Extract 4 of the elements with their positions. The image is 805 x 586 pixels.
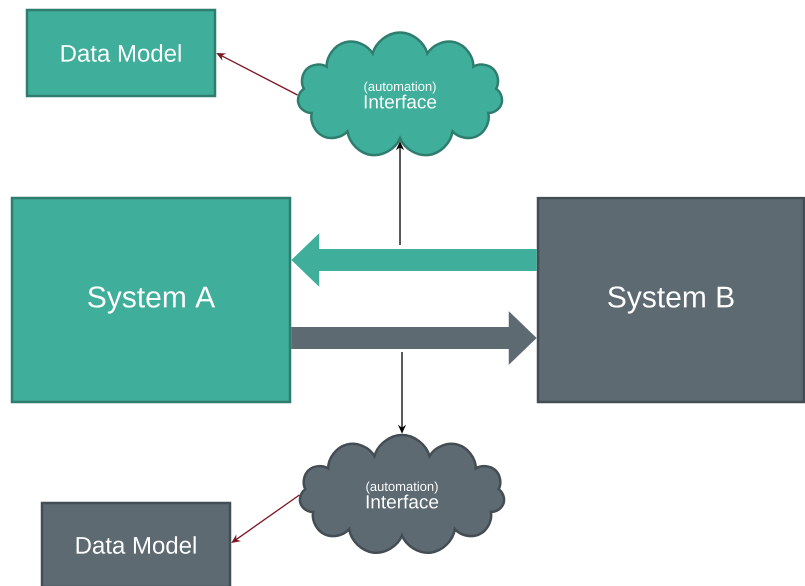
- system-box: System B: [536, 196, 805, 404]
- data-model-box: Data Model: [40, 502, 232, 586]
- system-box: System A: [10, 196, 292, 404]
- data-model-box: Data Model: [26, 8, 216, 98]
